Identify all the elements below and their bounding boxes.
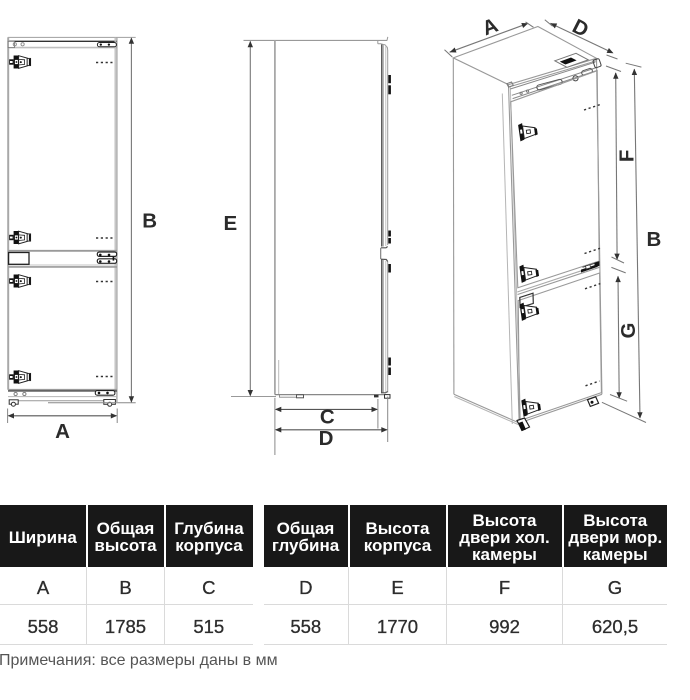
svg-text:B: B (142, 209, 157, 232)
svg-text:B: B (646, 228, 661, 251)
svg-text:C: C (320, 406, 335, 429)
svg-text:A: A (55, 420, 70, 443)
svg-text:F: F (615, 150, 638, 163)
svg-text:A: A (479, 14, 501, 41)
svg-text:E: E (224, 212, 238, 235)
svg-text:G: G (617, 323, 640, 339)
svg-text:D: D (319, 427, 334, 450)
svg-text:D: D (569, 15, 593, 42)
